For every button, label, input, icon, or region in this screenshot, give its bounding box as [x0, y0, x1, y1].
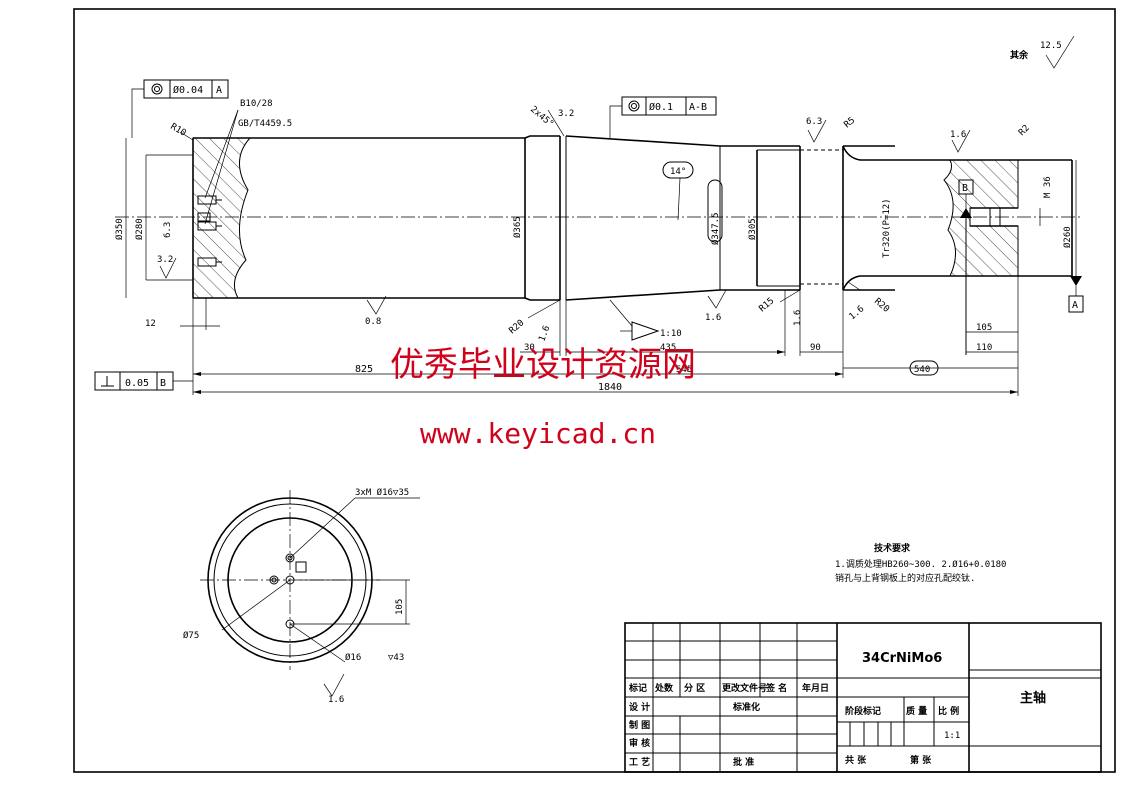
svg-text:Ø16: Ø16	[345, 652, 361, 663]
tolerance-frame-perp: 0.05 B	[94, 371, 193, 391]
svg-text:处数: 处数	[654, 682, 674, 694]
svg-text:批 准: 批 准	[733, 756, 754, 768]
drawing-frame	[73, 8, 1116, 773]
svg-text:分 区: 分 区	[684, 682, 705, 694]
svg-text:3xM Ø16▽35: 3xM Ø16▽35	[355, 487, 409, 498]
svg-text:90: 90	[810, 343, 821, 353]
svg-text:销孔与上背钢板上的对应孔配绞钛.: 销孔与上背钢板上的对应孔配绞钛.	[835, 572, 975, 584]
svg-text:6.3: 6.3	[806, 117, 822, 127]
right-hatch	[943, 159, 1019, 277]
svg-text:30: 30	[524, 343, 535, 353]
svg-text:1:10: 1:10	[660, 329, 682, 339]
svg-text:R5: R5	[843, 116, 858, 131]
svg-text:标准化: 标准化	[732, 701, 760, 713]
svg-text:▽43: ▽43	[388, 653, 404, 663]
svg-text:3.2: 3.2	[558, 109, 574, 119]
roughness-rest: 其余 12.5	[1010, 35, 1075, 69]
svg-text:质 量: 质 量	[906, 705, 927, 717]
svg-text:825: 825	[355, 364, 373, 375]
svg-text:Ø75: Ø75	[183, 630, 199, 641]
svg-text:Ø365: Ø365	[512, 216, 523, 238]
svg-text:6.3: 6.3	[163, 222, 173, 238]
svg-text:34CrNiMo6: 34CrNiMo6	[862, 651, 942, 666]
svg-text:545: 545	[676, 365, 692, 375]
svg-text:Ø0.04: Ø0.04	[173, 84, 203, 96]
svg-text:Ø347.5: Ø347.5	[710, 212, 721, 245]
svg-text:签 名: 签 名	[765, 682, 787, 694]
end-view: 3xM Ø16▽35 Ø16 ▽43 Ø75 105 1.6	[183, 487, 420, 705]
svg-text:R2: R2	[1017, 123, 1032, 138]
svg-text:R10: R10	[169, 122, 188, 139]
svg-text:B: B	[962, 183, 968, 194]
tolerance-frame-mid: Ø0.1 A-B	[609, 96, 717, 138]
svg-text:A: A	[1072, 300, 1078, 311]
svg-text:110: 110	[976, 343, 992, 353]
svg-text:标记: 标记	[628, 682, 647, 694]
svg-text:1840: 1840	[598, 382, 622, 393]
svg-text:1.调质处理HB260~300. 2.Ø16+0.0180: 1.调质处理HB260~300. 2.Ø16+0.0180	[835, 558, 1006, 570]
svg-text:其余: 其余	[1010, 49, 1029, 61]
svg-text:3.2: 3.2	[157, 255, 173, 265]
svg-text:105: 105	[976, 323, 992, 333]
svg-text:1.6: 1.6	[705, 313, 721, 323]
svg-text:R20: R20	[872, 297, 891, 315]
svg-text:1.6: 1.6	[328, 695, 344, 705]
svg-text:Ø0.1: Ø0.1	[649, 101, 673, 113]
technical-requirements: 技术要求 1.调质处理HB260~300. 2.Ø16+0.0180 销孔与上背…	[835, 542, 1006, 584]
watermark-url: www.keyicad.cn	[420, 417, 656, 450]
left-hatch	[192, 137, 252, 299]
svg-text:更改文件号: 更改文件号	[722, 682, 767, 694]
svg-text:1.6: 1.6	[848, 304, 867, 322]
svg-text:审 核: 审 核	[629, 737, 650, 749]
svg-text:共 张: 共 张	[845, 754, 867, 766]
svg-text:1.6: 1.6	[950, 130, 966, 140]
svg-text:Ø350: Ø350	[114, 218, 125, 240]
svg-text:技术要求: 技术要求	[874, 542, 911, 554]
svg-text:Tr320(P=12): Tr320(P=12)	[882, 198, 892, 258]
tolerance-frame-left: Ø0.04 A	[131, 79, 229, 138]
svg-text:制 图: 制 图	[629, 719, 650, 731]
svg-text:设 计: 设 计	[629, 701, 650, 713]
svg-text:1.6: 1.6	[793, 310, 803, 326]
svg-text:比 例: 比 例	[938, 705, 959, 717]
svg-text:105: 105	[395, 599, 405, 615]
svg-text:540: 540	[914, 365, 930, 375]
svg-text:0.8: 0.8	[365, 317, 381, 327]
svg-text:Ø280: Ø280	[134, 218, 145, 240]
watermark-cn: 优秀毕业设计资源网	[390, 345, 696, 385]
svg-text:14°: 14°	[670, 167, 686, 177]
svg-text:主轴: 主轴	[1020, 690, 1046, 706]
svg-text:M 36: M 36	[1043, 176, 1053, 198]
svg-text:年月日: 年月日	[802, 682, 829, 694]
dimensions: 12 825 1840 30 435 545 90 540 105	[94, 276, 1019, 396]
svg-text:B: B	[160, 378, 166, 389]
svg-text:0.05: 0.05	[125, 378, 149, 389]
svg-text:R15: R15	[758, 296, 777, 314]
shaft-main-view	[115, 135, 1080, 301]
main-view-annotations: Ø0.04 A B10/28 GB/T4459.5 R10 Ø350 Ø280 …	[114, 79, 1084, 355]
svg-text:R20: R20	[508, 318, 527, 336]
title-block: 标记 处数 分 区 更改文件号 签 名 年月日 设 计 标准化 制 图 审 核 …	[624, 622, 1102, 773]
svg-text:12: 12	[145, 319, 156, 329]
svg-text:GB/T4459.5: GB/T4459.5	[238, 119, 292, 129]
svg-text:阶段标记: 阶段标记	[845, 705, 881, 717]
svg-text:Ø260: Ø260	[1062, 226, 1073, 248]
svg-text:1.6: 1.6	[537, 324, 552, 343]
svg-text:12.5: 12.5	[1040, 41, 1062, 51]
svg-text:1:1: 1:1	[944, 731, 960, 741]
svg-text:2x45°: 2x45°	[528, 105, 555, 130]
svg-text:第 张: 第 张	[910, 754, 932, 766]
svg-text:工 艺: 工 艺	[629, 756, 650, 768]
svg-text:B10/28: B10/28	[240, 99, 273, 109]
svg-text:A: A	[216, 85, 222, 96]
svg-text:A-B: A-B	[689, 102, 707, 113]
svg-text:435: 435	[660, 343, 676, 353]
svg-text:Ø305: Ø305	[747, 218, 758, 240]
